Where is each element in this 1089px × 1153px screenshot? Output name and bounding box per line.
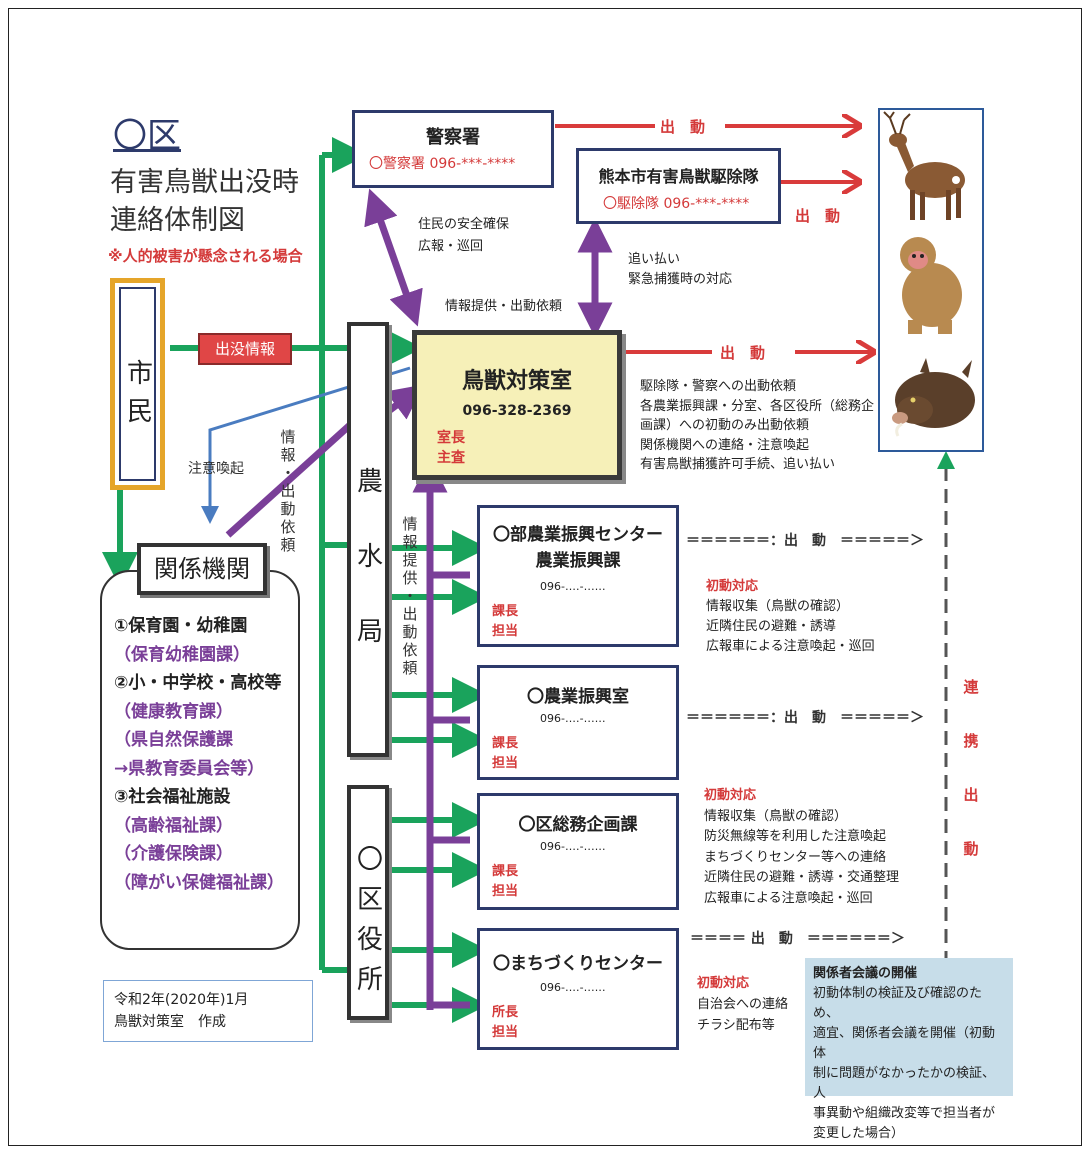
- monkey-icon: [900, 237, 962, 334]
- office-box-agri-center: 〇部農業振興センター 農業振興課 096-‥‥-‥‥‥ 課長 担当: [477, 505, 679, 647]
- dispatch-label-hunter: 出 動: [795, 207, 841, 225]
- dispatch-line-3: ＝＝＝＝ 出 動 ＝＝＝＝＝＝＞: [690, 931, 905, 947]
- meeting-box: 関係者会議の開催 初動体制の検証及び確認のため、 適宜、関係者会議を開催（初動体…: [805, 958, 1013, 1141]
- hq-box: 鳥獣対策室 096-328-2369 室長 主査: [412, 330, 622, 480]
- dispatch-line-1: ＝＝＝＝＝＝：出 動 ＝＝＝＝＝＞: [686, 533, 924, 549]
- citizen-box: 市 民: [110, 278, 165, 490]
- coordinate-dispatch-label: 連 携 出 動: [963, 678, 979, 858]
- citizen-label-bottom: 民: [127, 397, 154, 427]
- related-agencies-box: ①保育園・幼稚園 （保育幼稚園課） ②小・中学校・高校等 （健康教育課） （県自…: [100, 570, 300, 950]
- initial-response-1: 初動対応 情報収集（鳥獣の確認） 近隣住民の避難・誘導 広報車による注意喚起・巡…: [706, 579, 875, 654]
- title-note: ※人的被害が懸念される場合: [108, 247, 303, 265]
- info-provide-vertical-label: 情報提供・出動依頼: [402, 515, 418, 677]
- dispatch-label-police: 出 動: [660, 118, 706, 136]
- info-request-vertical-label: 情報・出動依頼: [280, 428, 296, 554]
- citizen-label-top: 市: [127, 359, 154, 389]
- office-box-agri-room: 〇農業振興室 096-‥‥-‥‥‥ 課長 担当: [477, 665, 679, 780]
- office-box-machizukuri: 〇まちづくりセンター 096-‥‥-‥‥‥ 所長 担当: [477, 928, 679, 1050]
- chase-label-2: 緊急捕獲時の対応: [628, 272, 733, 287]
- animals-panel: [878, 108, 984, 452]
- police-detail: 〇警察署 096-***-****: [369, 156, 516, 172]
- safety-label-1: 住民の安全確保: [418, 217, 510, 232]
- title-line2: 連絡体制図: [110, 205, 245, 236]
- page-frame: [8, 8, 1082, 1146]
- office-box-general-affairs: 〇区総務企画課 096-‥‥-‥‥‥ 課長 担当: [477, 793, 679, 910]
- police-title: 警察署: [426, 127, 480, 148]
- hq-title: 鳥獣対策室: [461, 369, 572, 394]
- dispatch-line-2: ＝＝＝＝＝＝：出 動 ＝＝＝＝＝＞: [686, 710, 924, 726]
- ward-title: 〇区: [113, 116, 181, 156]
- title-line1: 有害鳥獣出没時: [110, 167, 299, 198]
- deer-icon: [883, 111, 965, 220]
- hq-phone: 096-328-2369: [462, 403, 572, 419]
- created-note: 令和2年(2020年)1月 鳥獣対策室 作成: [103, 980, 313, 1042]
- ward-office-column: 〇 区 役 所: [347, 785, 389, 1020]
- hunter-title: 熊本市有害鳥獣駆除隊: [598, 167, 759, 186]
- caution-label: 注意喚起: [188, 461, 244, 477]
- safety-label-2: 広報・巡回: [418, 239, 484, 254]
- boar-icon: [892, 358, 975, 437]
- agri-bureau-column: 農 水 局: [347, 322, 389, 757]
- hq-duties: 駆除隊・警察への出動依頼 各農業振興課・分室、各区役所（総務企 画課）への初動の…: [640, 379, 875, 472]
- hq-role-2: 主査: [437, 450, 465, 466]
- animal-illustrations: [883, 111, 975, 437]
- hq-role-1: 室長: [437, 430, 465, 446]
- related-agencies-title: 関係機関: [137, 543, 267, 595]
- sighting-info-label: 出没情報: [198, 333, 292, 365]
- initial-response-3: 初動対応 自治会への連絡 チラシ配布等: [697, 976, 789, 1033]
- dispatch-label-hq: 出 動: [720, 344, 766, 362]
- chase-label-1: 追い払い: [628, 252, 681, 267]
- info-request-label: 情報提供・出動依頼: [445, 299, 563, 314]
- police-box: 警察署 〇警察署 096-***-****: [352, 110, 554, 188]
- hunter-detail: 〇駆除隊 096-***-****: [603, 196, 750, 212]
- hunter-box: 熊本市有害鳥獣駆除隊 〇駆除隊 096-***-****: [576, 148, 781, 224]
- related-agencies-list: ①保育園・幼稚園 （保育幼稚園課） ②小・中学校・高校等 （健康教育課） （県自…: [114, 616, 284, 893]
- initial-response-2: 初動対応 情報収集（鳥獣の確認） 防災無線等を利用した注意喚起 まちづくりセンタ…: [704, 788, 900, 906]
